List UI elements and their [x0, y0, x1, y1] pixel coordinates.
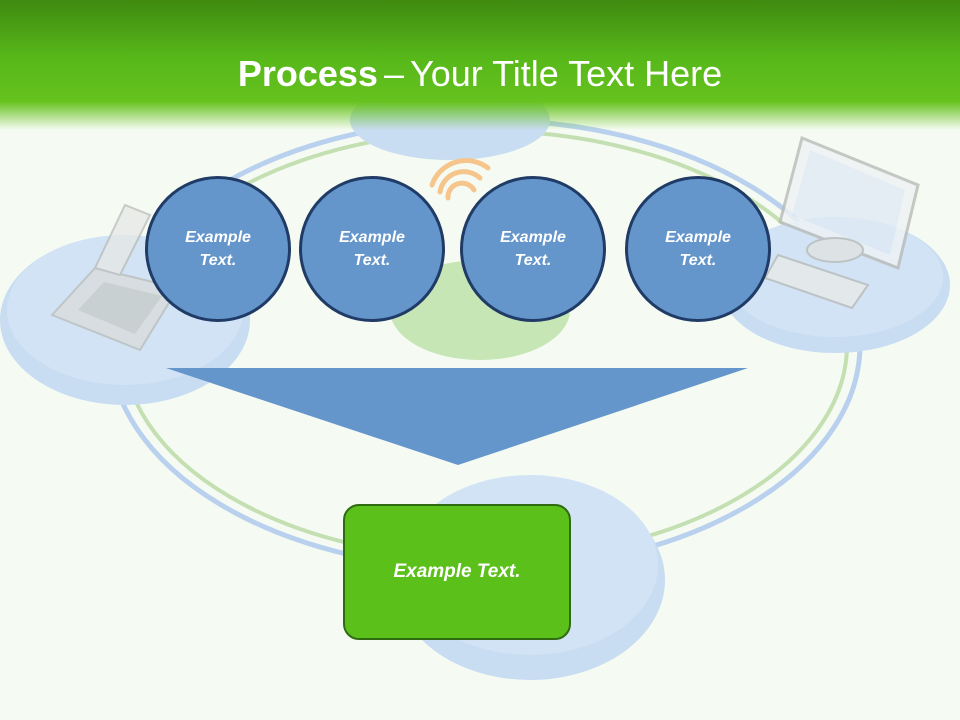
process-step-label: Example Text. [500, 229, 566, 269]
result-box: Example Text. [343, 504, 571, 640]
header-band [0, 0, 960, 130]
funnel-triangle [166, 368, 748, 465]
process-step-3: Example Text. [460, 176, 606, 322]
title-bold: Process [237, 53, 378, 94]
process-step-1: Example Text. [145, 176, 291, 322]
title-separator: – [383, 53, 404, 94]
desktop-computer-icon [763, 135, 920, 310]
process-step-label: Example Text. [665, 229, 731, 269]
process-step-4: Example Text. [625, 176, 771, 322]
laptop-icon [50, 203, 180, 352]
process-step-2: Example Text. [299, 176, 445, 322]
result-label: Example Text. [393, 561, 521, 582]
process-step-label: Example Text. [339, 229, 405, 269]
process-step-label: Example Text. [185, 229, 251, 269]
title-text: Your Title Text Here [409, 53, 723, 94]
wifi-signal-icon [429, 158, 491, 201]
slide-title: Process–Your Title Text Here [0, 52, 960, 96]
